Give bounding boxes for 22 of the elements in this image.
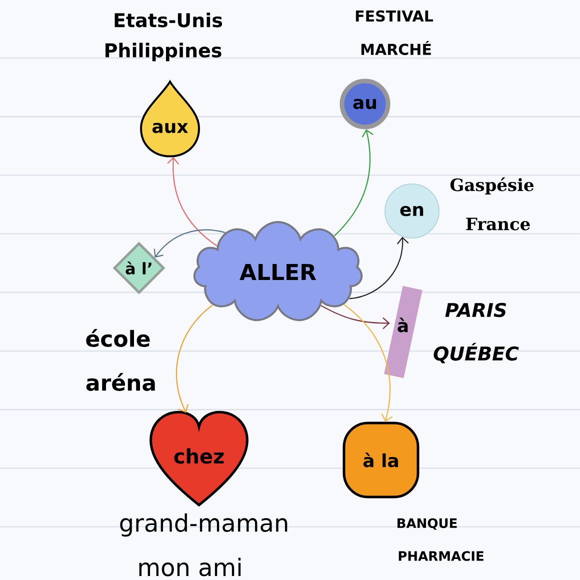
place-name: MARCHÉ	[361, 40, 431, 56]
place-name: aréna	[86, 373, 155, 391]
place-name: France	[466, 218, 530, 230]
arrow	[154, 229, 226, 258]
place-name: PARIS	[445, 302, 506, 318]
place-name: Philippines	[106, 42, 222, 62]
place-name: Etats-Unis	[114, 12, 222, 28]
place-name: Gaspésie	[450, 177, 534, 195]
brush-stroke: à	[384, 286, 422, 378]
place-name: FESTIVAL	[356, 10, 434, 22]
place-name: QUÉBEC	[434, 342, 519, 364]
arrow	[176, 304, 214, 413]
place-name: PHARMACIE	[398, 551, 484, 561]
place-name: école	[86, 329, 150, 347]
arrow	[320, 305, 390, 330]
person-label: grand-maman	[120, 513, 288, 537]
arrow	[167, 156, 218, 246]
person-label: mon ami	[139, 558, 241, 576]
arrow	[349, 236, 409, 300]
arrow	[344, 304, 393, 422]
arrow	[334, 129, 374, 236]
place-name: BANQUE	[398, 518, 457, 530]
